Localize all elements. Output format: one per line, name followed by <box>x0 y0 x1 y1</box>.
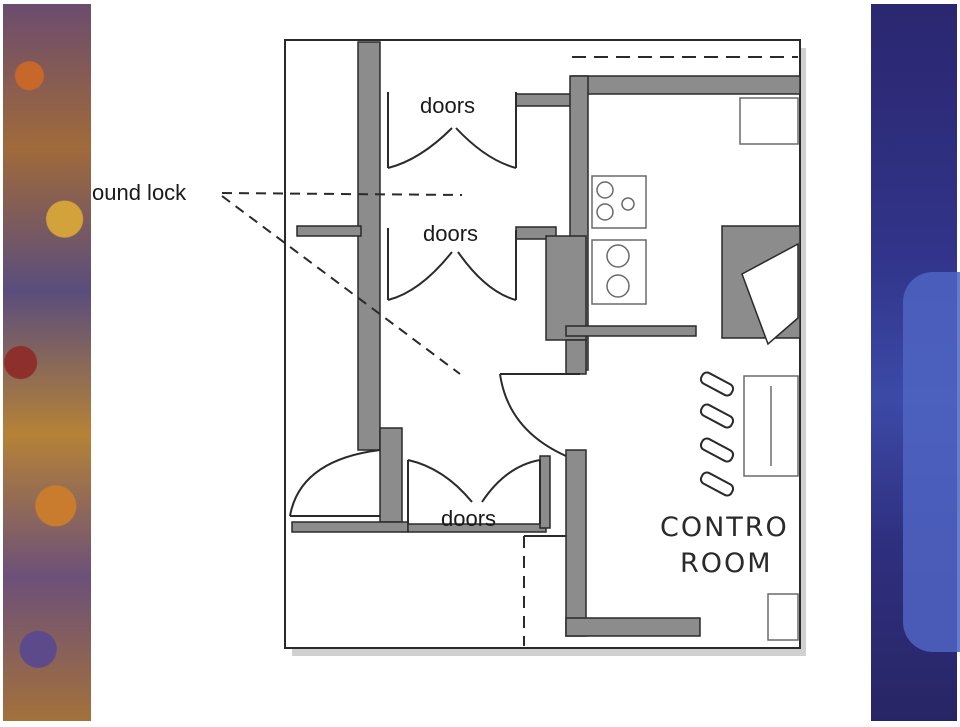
central-wall <box>357 41 381 451</box>
swing-door-center <box>499 373 580 457</box>
control-room-chairs <box>699 371 735 497</box>
control-room-lower-wall <box>565 449 587 637</box>
lower-bottom-wall <box>291 521 409 533</box>
sound-lock-leaders <box>221 192 463 375</box>
label-doors-top: doors <box>420 93 476 118</box>
double-doors-top <box>387 92 517 169</box>
label-room: ROOM <box>680 548 773 579</box>
label-sound-lock: ound lock <box>92 180 187 205</box>
wall-mid-left <box>296 225 362 237</box>
label-doors-middle: doors <box>423 221 479 246</box>
swing-door-lower-left <box>289 449 381 517</box>
right-decorative-strip <box>871 4 960 721</box>
control-room-stub <box>565 339 587 375</box>
wall-top-right <box>515 93 573 107</box>
label-doors-bottom: doors <box>441 506 497 531</box>
bottom-dashed-opening <box>523 535 566 646</box>
lower-left-wall <box>379 427 403 523</box>
double-doors-bottom <box>407 459 541 524</box>
left-decorative-strip <box>3 4 91 721</box>
control-room-top-wall <box>571 75 801 95</box>
lower-right-post <box>539 455 551 529</box>
label-control: CONTRO <box>660 512 789 543</box>
control-room-divider <box>565 325 697 337</box>
double-doors-middle <box>387 228 517 301</box>
control-room-bottom-wall <box>565 617 701 637</box>
control-console <box>721 225 801 346</box>
control-room-inner-block <box>545 235 587 341</box>
control-room-equipment <box>591 97 799 641</box>
gear-icon <box>903 272 960 652</box>
